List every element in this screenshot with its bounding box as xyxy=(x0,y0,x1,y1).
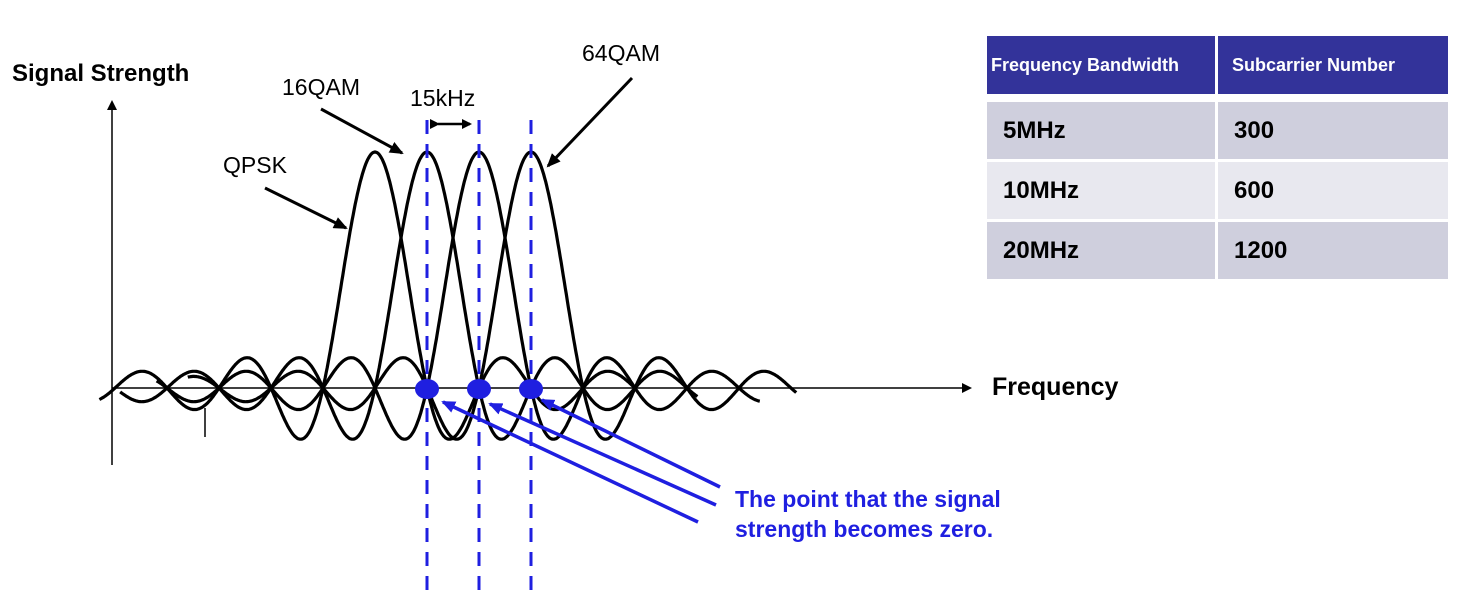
bandwidth-cell: 20MHz xyxy=(987,222,1215,279)
header-subcarrier-number: Subcarrier Number xyxy=(1218,36,1448,94)
subcarrier-center-lines xyxy=(425,120,533,592)
zero-point-annotation: The point that the signal strength becom… xyxy=(735,484,1001,544)
bandwidth-cell: 5MHz xyxy=(987,102,1215,159)
subcarrier-spacing-label: 15kHz xyxy=(410,85,476,111)
annotation-line-1: The point that the signal xyxy=(735,486,1001,512)
qpsk-label: QPSK xyxy=(223,152,287,178)
subcarrier-curve xyxy=(187,150,798,441)
table-row: 20MHz 1200 xyxy=(987,222,1448,279)
subcarrier-cell: 600 xyxy=(1218,162,1448,219)
annotation-arrows xyxy=(441,398,721,524)
subcarrier-curves xyxy=(98,150,798,441)
subcarrier-curve xyxy=(155,150,761,441)
subcarrier-cell: 1200 xyxy=(1218,222,1448,279)
zero-point-markers xyxy=(415,379,543,399)
16qam-label: 16QAM xyxy=(282,74,360,100)
y-axis-label: Signal Strength xyxy=(12,60,190,87)
64qam-pointer-arrow xyxy=(546,76,634,168)
bandwidth-cell: 10MHz xyxy=(987,162,1215,219)
subcarrier-cell: 300 xyxy=(1218,102,1448,159)
table-row: 5MHz 300 xyxy=(987,102,1448,159)
16qam-pointer-arrow xyxy=(320,107,404,155)
header-frequency-bandwidth: Frequency Bandwidth xyxy=(987,36,1215,94)
64qam-label: 64QAM xyxy=(582,40,660,66)
x-axis-label: Frequency xyxy=(992,373,1119,401)
table-header-row: Frequency Bandwidth Subcarrier Number xyxy=(987,36,1448,94)
annotation-line-2: strength becomes zero. xyxy=(735,516,994,542)
bandwidth-subcarrier-table: Frequency Bandwidth Subcarrier Number 5M… xyxy=(984,33,1451,282)
table-row: 10MHz 600 xyxy=(987,162,1448,219)
qpsk-pointer-arrow xyxy=(264,186,348,230)
